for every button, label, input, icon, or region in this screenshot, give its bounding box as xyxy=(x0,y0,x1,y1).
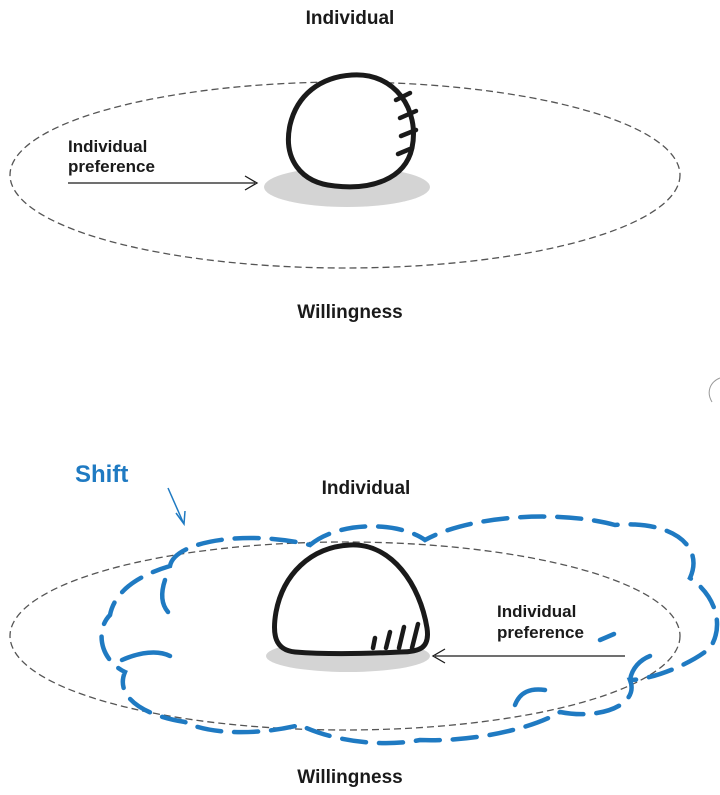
top-panel: Individual Individual preference Willing… xyxy=(9,8,681,323)
offscreen-ellipse-edge xyxy=(708,377,720,403)
shift-label: Shift xyxy=(75,461,128,488)
top-ball-brake-marks xyxy=(393,90,419,157)
bottom-ball xyxy=(271,542,431,656)
shift-cloud-inner-5 xyxy=(597,631,617,643)
bottom-panel: Shift Individual Individual preference W… xyxy=(9,461,720,788)
shift-cloud xyxy=(99,514,720,746)
bottom-ball-brake-marks xyxy=(370,621,421,651)
top-title: Individual xyxy=(306,8,395,29)
shift-cloud-inner-3 xyxy=(627,653,653,683)
top-bottom-label: Willingness xyxy=(297,302,402,323)
bottom-dashed-ellipse xyxy=(9,541,681,731)
bottom-pref-arrow xyxy=(431,648,625,664)
shift-arrow xyxy=(167,487,186,527)
top-pref-arrow xyxy=(68,175,259,191)
shift-cloud-inner-1 xyxy=(159,577,171,615)
shift-cloud-inner-4 xyxy=(512,687,548,708)
bottom-pref-label-2: preference xyxy=(497,623,584,642)
bottom-title: Individual xyxy=(322,478,411,499)
top-pref-label-1: Individual xyxy=(68,137,147,156)
shift-cloud-inner-2 xyxy=(119,650,173,663)
top-pref-label-2: preference xyxy=(68,157,155,176)
bottom-pref-label-1: Individual xyxy=(497,602,576,621)
top-ball xyxy=(286,72,416,190)
bottom-bottom-label: Willingness xyxy=(297,767,402,788)
